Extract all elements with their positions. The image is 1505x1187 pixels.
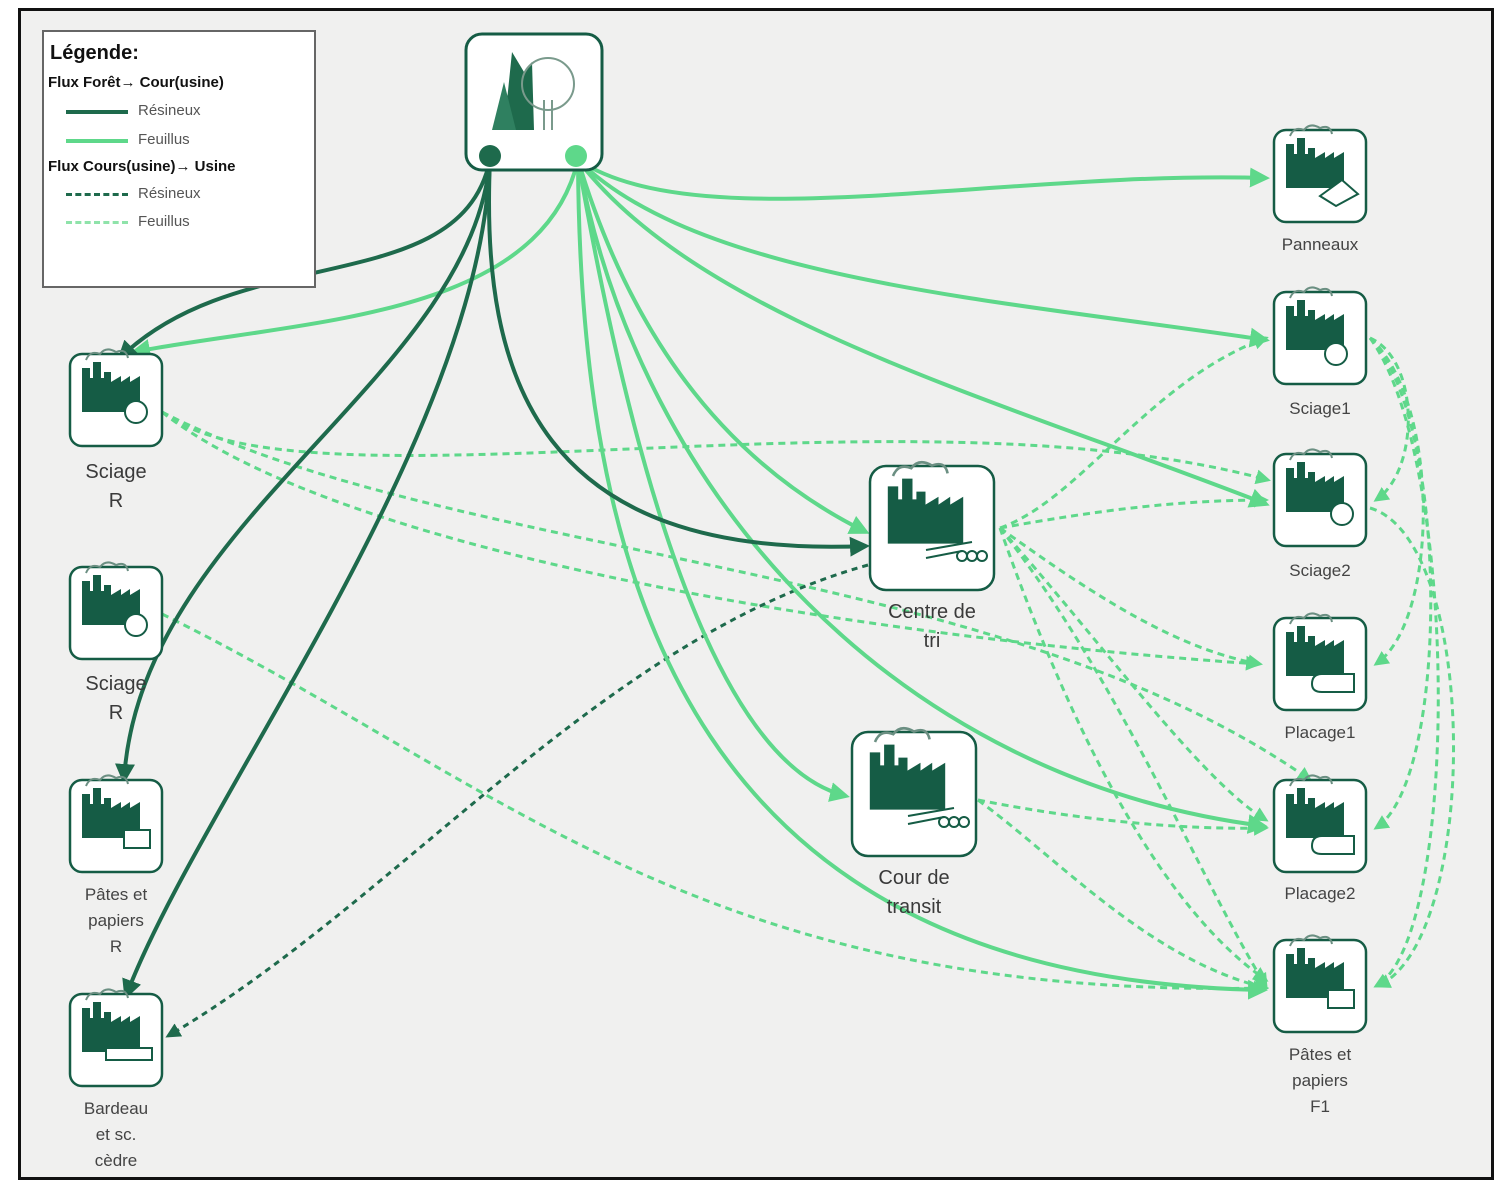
label-placage2: Placage2 [1284, 884, 1356, 903]
edges-feuillus-dashed [161, 335, 1455, 996]
node-centre-tri [868, 460, 996, 592]
saw-icon [1330, 502, 1354, 526]
node-pates-r [68, 774, 164, 874]
edge-centre-sciage2 [999, 492, 1269, 530]
node-pates-f1 [1272, 934, 1368, 1034]
label-cour-transit: Cour de transit [878, 867, 950, 918]
edge-centre-pates-f1b [998, 527, 1268, 989]
label-placage1: Placage1 [1284, 723, 1356, 742]
edge-foret-pates-r [115, 159, 492, 784]
edge-foret-bardeau [122, 159, 492, 1000]
node-sciage1 [1272, 286, 1368, 386]
edge-foret-pates-f1 [576, 159, 1268, 1000]
label-bardeau: Bardeau et sc. cèdre [83, 1099, 149, 1170]
shingle-icon [105, 1047, 153, 1061]
edge-centre-sciage1 [999, 335, 1269, 530]
veneer-icon [1310, 673, 1355, 693]
edge-foret-sciageR1-dark [117, 159, 492, 361]
edge-sciageR1-sciage2 [161, 410, 1271, 485]
forest-node [464, 32, 604, 172]
saw-icon [1324, 342, 1348, 366]
saw-icon [124, 400, 148, 424]
label-centre-tri: Centre de tri [888, 601, 976, 652]
legend-section-cour: Flux Cours(usine)→ Usine [48, 158, 236, 175]
legend-label-feuillus-dashed: Feuillus [138, 213, 190, 230]
edges-resineux-dashed [165, 563, 869, 1038]
node-cour-transit [850, 726, 978, 858]
edge-foret-centre [576, 159, 870, 534]
legend-line-feuillus-dashed [66, 221, 128, 224]
legend: Légende: Flux Forêt→ Cour(usine) Résineu… [42, 30, 316, 288]
edge-sciage1-pates-f1 [1368, 337, 1440, 988]
edge-foret-sciage2 [576, 158, 1270, 508]
edge-foret-centre-dark [487, 159, 870, 557]
node-sciage-r2 [68, 561, 164, 661]
legend-section-forest: Flux Forêt→ Cour(usine) [48, 74, 224, 91]
edge-foret-sciage1 [576, 158, 1270, 348]
legend-label-resineux-solid: Résineux [138, 102, 201, 119]
edge-foret-panneaux [576, 158, 1270, 201]
edge-foret-sciageR1 [130, 159, 580, 359]
label-sciage-r2: Sciage R [85, 673, 147, 724]
label-pates-r: Pâtes et papiers R [84, 885, 148, 956]
legend-line-resineux-solid [66, 110, 128, 114]
edge-centre-bardeau [165, 563, 869, 1038]
edge-cour-placage2 [977, 798, 1269, 836]
node-placage1 [1272, 612, 1368, 712]
edge-sciage1-placage2 [1368, 336, 1433, 830]
legend-line-resineux-dashed [66, 193, 128, 196]
node-sciage-r1 [68, 348, 164, 448]
edges-resineux-solid [115, 159, 870, 1000]
label-sciage1: Sciage1 [1289, 399, 1351, 418]
forest-icon [492, 52, 575, 130]
label-sciage2: Sciage2 [1289, 561, 1351, 580]
paper-roll-icon [123, 829, 151, 849]
label-pates-f1: Pâtes et papiers F1 [1288, 1045, 1352, 1116]
panel-icon [1318, 178, 1360, 208]
logs-icon [925, 541, 988, 562]
node-panneaux [1272, 124, 1368, 224]
edge-centre-pates-f1 [998, 527, 1269, 982]
edge-sciageR1-placage1 [161, 410, 1261, 671]
edge-centre-placage2 [998, 527, 1269, 822]
edges-feuillus-solid [130, 158, 1270, 1000]
edge-foret-placage2 [576, 159, 1268, 834]
edge-sciage2-pates-f1 [1369, 506, 1455, 988]
edge-cour-pates-f1 [977, 798, 1269, 993]
paper-roll-icon [1327, 989, 1355, 1009]
legend-label-resineux-dashed: Résineux [138, 185, 201, 202]
label-panneaux: Panneaux [1281, 235, 1359, 254]
saw-icon [124, 613, 148, 637]
edge-foret-cour [576, 159, 850, 802]
node-sciage2 [1272, 448, 1368, 548]
node-bardeau [68, 988, 164, 1088]
legend-line-feuillus-solid [66, 139, 128, 143]
veneer-icon [1310, 835, 1355, 855]
legend-title: Légende: [50, 42, 139, 64]
legend-label-feuillus-solid: Feuillus [138, 131, 190, 148]
logs-icon [907, 807, 970, 828]
edge-sciage1-placage1 [1369, 336, 1425, 666]
edge-sciageR1-placage2 [161, 410, 1313, 782]
node-placage2 [1272, 774, 1368, 874]
edge-sciageR2-pates-f1 [161, 612, 1269, 996]
label-sciage-r1: Sciage R [85, 461, 147, 512]
